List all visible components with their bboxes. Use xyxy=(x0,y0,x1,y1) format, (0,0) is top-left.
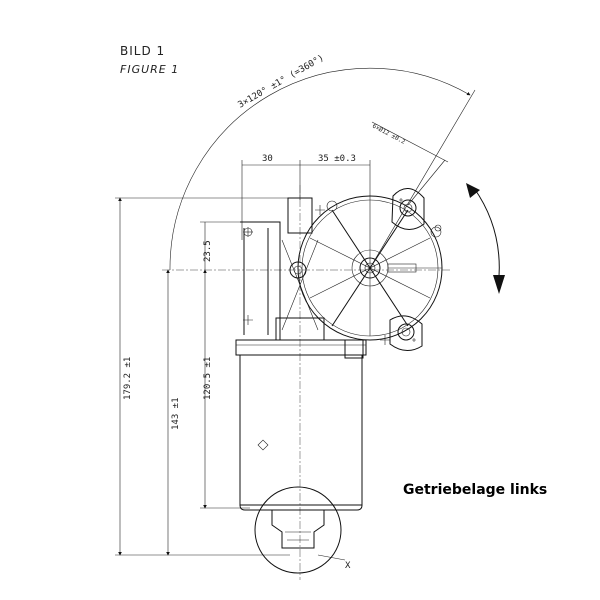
rotation-direction-arrow xyxy=(466,183,505,294)
width-dimensions: 30 35 ±0.3 xyxy=(241,154,371,240)
mounting-ear-top xyxy=(391,188,425,230)
shaft-detail-x: X xyxy=(254,486,351,574)
height-total-label: 179.2 ±1 xyxy=(123,357,133,400)
height-gear-label: 120.5 ±1 xyxy=(203,357,213,400)
rotation-dimension-label: 3×120° ±1° (=360°) xyxy=(237,53,326,110)
mounting-ear-bottom xyxy=(389,315,423,351)
height-mid-label: 143 ±1 xyxy=(171,397,181,430)
width-left-label: 30 xyxy=(262,154,273,164)
hole-dimension-label: 6×Ø12 ±0.2 xyxy=(371,123,407,146)
offset-top-label: 23.5 xyxy=(203,240,213,262)
height-dimensions: 179.2 ±1 143 ±1 23.5 120.5 ±1 xyxy=(115,197,300,556)
figure-title-en: FIGURE 1 xyxy=(120,63,179,76)
gear-position-caption: Getriebelage links xyxy=(403,482,547,498)
hole-diameter-dimension: 6×Ø12 ±0.2 xyxy=(371,121,449,206)
rotation-symbol-icon xyxy=(257,439,269,451)
gear-housing-round xyxy=(297,195,443,345)
width-right-label: 35 ±0.3 xyxy=(318,154,356,164)
motor-housing xyxy=(235,339,367,511)
detail-x-label: X xyxy=(345,561,351,571)
gear-housing-left xyxy=(240,197,325,341)
figure-title-de: BILD 1 xyxy=(120,44,165,58)
